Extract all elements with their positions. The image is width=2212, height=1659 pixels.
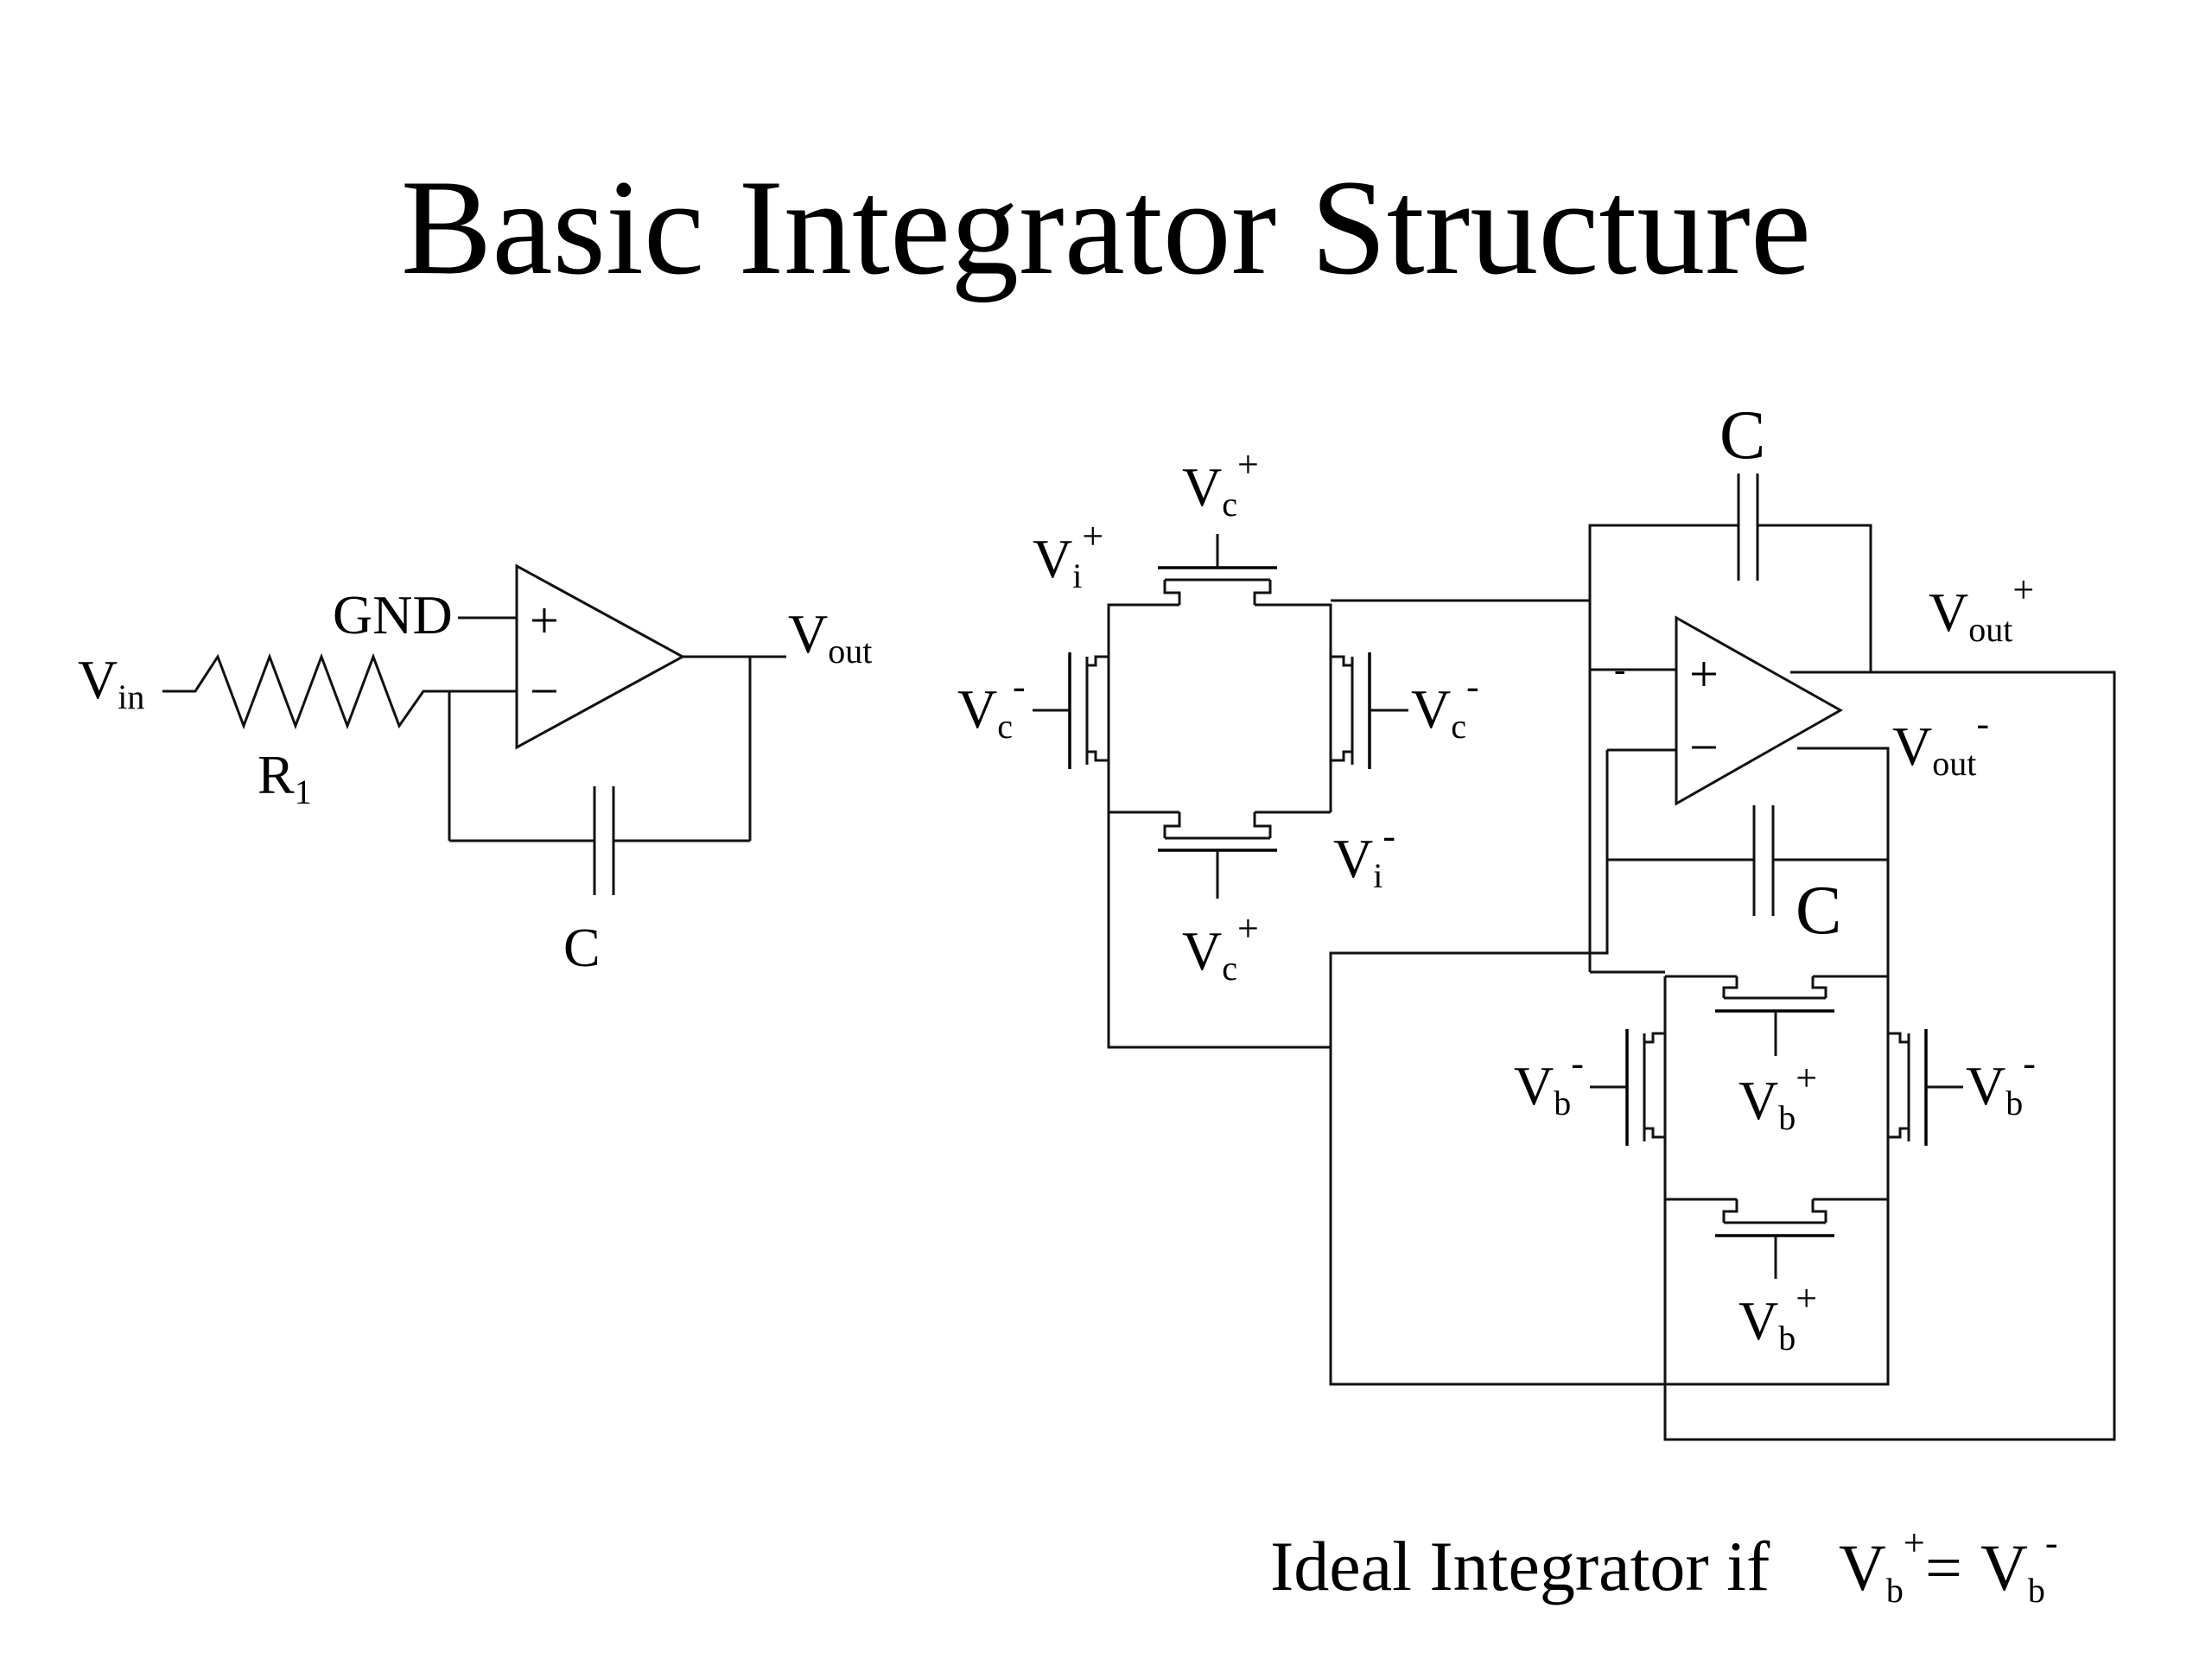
transistor-source bbox=[1888, 1127, 1909, 1139]
r1-label: R1 bbox=[257, 744, 312, 811]
opamp-plus-sign: + bbox=[530, 592, 559, 649]
transistor-drain bbox=[1722, 1199, 1738, 1223]
transistor-bottom bbox=[1158, 812, 1277, 899]
cap-top-label: C bbox=[1719, 397, 1765, 474]
transistor-drain bbox=[1331, 655, 1352, 667]
gnd-label: GND bbox=[333, 584, 453, 645]
transistor-lower-top bbox=[1715, 976, 1834, 1056]
wire bbox=[1588, 524, 1738, 972]
wire bbox=[1329, 860, 1890, 1386]
wire bbox=[1605, 750, 1754, 861]
transistor-right bbox=[1331, 652, 1408, 769]
transistor-source bbox=[1811, 1199, 1827, 1223]
transistor-source bbox=[1253, 812, 1272, 838]
wire bbox=[1758, 524, 1872, 672]
transistor-lower-right bbox=[1888, 1029, 1963, 1146]
vb-plus-bottom-label: Vb+ bbox=[1738, 1277, 1817, 1357]
transistor-drain bbox=[1087, 655, 1109, 667]
vc-plus-top-label: Vc+ bbox=[1182, 443, 1259, 524]
transistor-lower-bottom bbox=[1715, 1199, 1834, 1279]
opamp-symbol bbox=[515, 563, 686, 750]
vb-plus-mid-label: Vb+ bbox=[1738, 1057, 1817, 1137]
condition-equals: = bbox=[1925, 1532, 1962, 1605]
transistor-source bbox=[1811, 976, 1827, 998]
transistor-drain bbox=[1644, 1032, 1665, 1044]
vi-minus-label: Vi- bbox=[1333, 815, 1395, 895]
transistor-lower-left bbox=[1590, 1029, 1665, 1146]
transistor-top bbox=[1158, 534, 1277, 605]
transistor-drain bbox=[1722, 976, 1738, 998]
wire bbox=[1107, 812, 1331, 1049]
stray-minus-mark: - bbox=[1614, 650, 1625, 689]
differential-integrator-circuit bbox=[1033, 474, 2116, 1441]
transistor-drain bbox=[1163, 580, 1181, 605]
transistor-source bbox=[1253, 580, 1272, 605]
vi-plus-label: Vi+ bbox=[1033, 515, 1103, 595]
cap-mid-label: C bbox=[1796, 873, 1841, 949]
resistor-r1 bbox=[162, 652, 449, 730]
opamp-symbol bbox=[1675, 615, 1844, 806]
transistor-left bbox=[1033, 652, 1109, 769]
transistor-source bbox=[1644, 1127, 1665, 1139]
vin-label: Vin bbox=[78, 649, 144, 716]
opamp-minus-sign: − bbox=[530, 663, 559, 720]
diff-opamp-minus-sign: − bbox=[1689, 719, 1719, 776]
wire bbox=[1107, 603, 1179, 812]
transistor-source bbox=[1331, 750, 1352, 762]
capacitor-label: C bbox=[563, 917, 601, 978]
vb-minus-right-label: Vb- bbox=[1966, 1042, 2036, 1122]
slide-title: Basic Integrator Structure bbox=[400, 152, 1812, 303]
transistor-drain bbox=[1888, 1032, 1909, 1044]
vc-plus-bottom-label: Vc+ bbox=[1182, 907, 1259, 988]
vout-minus-label: Vout- bbox=[1892, 702, 1989, 783]
vc-minus-left-label: Vc- bbox=[957, 665, 1026, 746]
ideal-integrator-condition: Ideal Integrator if bbox=[1270, 1527, 1770, 1605]
transistor-drain bbox=[1163, 812, 1181, 838]
vout-plus-label: Vout+ bbox=[1929, 569, 2034, 649]
condition-lhs: Vb+ bbox=[1839, 1522, 1925, 1610]
simple-integrator-circuit bbox=[162, 563, 786, 895]
wire bbox=[1663, 976, 1737, 1201]
wire bbox=[1813, 976, 1890, 1201]
wire bbox=[1255, 603, 1332, 812]
transistor-source bbox=[1087, 750, 1109, 762]
diff-opamp-plus-sign: + bbox=[1689, 645, 1719, 702]
vout-label: Vout bbox=[788, 603, 872, 671]
condition-rhs: Vb- bbox=[1980, 1522, 2058, 1610]
vc-minus-right-label: Vc- bbox=[1411, 665, 1479, 746]
vb-minus-left-label: Vb- bbox=[1514, 1042, 1584, 1122]
vout-plus-wire bbox=[1663, 671, 2116, 1441]
vout-minus-wire bbox=[1797, 747, 1890, 976]
